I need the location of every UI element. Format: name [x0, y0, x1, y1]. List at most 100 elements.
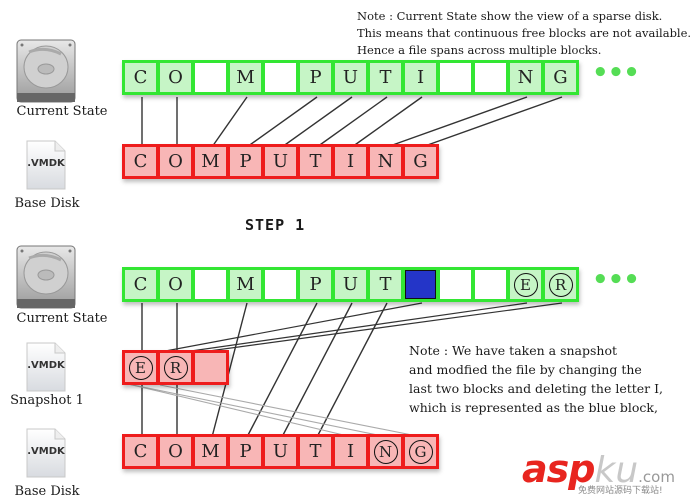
faded-mapping-line	[127, 383, 353, 438]
base-disk-1: .VMDK Base Disk	[15, 140, 79, 211]
block-letter: U	[272, 151, 289, 172]
base-disk-2: .VMDK Base Disk	[15, 428, 79, 499]
free-block	[265, 270, 296, 299]
block-letter: T	[379, 67, 392, 88]
block-t: T	[300, 147, 331, 176]
block-p: P	[300, 270, 331, 299]
note-sparse-disk: Note : Current State show the view of a …	[357, 8, 691, 59]
more-blocks-indicator: •••	[592, 265, 640, 295]
modified-block-letter: E	[128, 355, 153, 380]
block-o: O	[160, 63, 191, 92]
block-letter: U	[272, 441, 289, 462]
mapping-line	[316, 302, 388, 438]
block-letter: M	[236, 274, 255, 295]
file-extension: .VMDK	[27, 158, 65, 169]
block-g: G	[545, 63, 576, 92]
vmdk-file-icon	[26, 428, 66, 478]
mapping-line	[246, 96, 318, 148]
block-p: P	[230, 437, 261, 466]
block-letter: P	[309, 67, 322, 88]
block-g: G	[405, 437, 436, 466]
block-e: E	[510, 270, 541, 299]
block-n: N	[370, 147, 401, 176]
block-r: R	[160, 353, 191, 382]
block-i: I	[335, 437, 366, 466]
disk-label: Base Disk	[14, 196, 80, 211]
block-letter: T	[379, 274, 392, 295]
disk-label: Current State	[16, 311, 108, 326]
block-letter: I	[346, 151, 355, 172]
faded-mapping-line	[127, 383, 388, 438]
block-letter: C	[133, 274, 148, 295]
deleted-block	[405, 270, 436, 299]
block-u: U	[335, 63, 366, 92]
block-r: R	[545, 270, 576, 299]
block-u: U	[265, 147, 296, 176]
free-block	[440, 63, 471, 92]
block-m: M	[230, 63, 261, 92]
block-letter: O	[168, 274, 183, 295]
note-line: which is represented as the blue block,	[409, 400, 658, 415]
block-letter: C	[133, 67, 148, 88]
block-letter: M	[201, 151, 220, 172]
block-letter: O	[168, 151, 183, 172]
block-u: U	[335, 270, 366, 299]
block-letter: P	[309, 274, 322, 295]
note-snapshot: Note : We have taken a snapshot and modf…	[409, 341, 663, 417]
block-t: T	[370, 63, 401, 92]
free-block	[195, 63, 226, 92]
block-n: N	[510, 63, 541, 92]
snapshot-1-disk: .VMDK Snapshot 1	[10, 342, 84, 408]
free-block	[195, 353, 226, 382]
block-i: I	[335, 147, 366, 176]
vmdk-file-icon	[26, 140, 66, 190]
current-state-disk-1: Current State	[15, 38, 107, 119]
block-letter: C	[133, 151, 148, 172]
step-label: STEP 1	[245, 216, 306, 234]
snapshot-mapping-line	[127, 302, 423, 359]
disk-label: Current State	[16, 104, 108, 119]
more-blocks-indicator: •••	[592, 58, 640, 88]
note-line: and modfied the file by changing the	[409, 362, 642, 377]
hard-drive-icon	[16, 245, 76, 309]
block-c: C	[125, 147, 156, 176]
block-p: P	[230, 147, 261, 176]
block-i: I	[405, 63, 436, 92]
aspku-watermark-logo: aspku.com 免费网站源码下载站!	[522, 447, 675, 496]
mapping-line	[421, 96, 563, 148]
block-t: T	[370, 270, 401, 299]
block-letter: N	[517, 67, 534, 88]
mapping-line	[316, 96, 388, 148]
note-line: Note : Current State show the view of a …	[357, 9, 663, 23]
block-letter: I	[346, 441, 355, 462]
vmdk-file-icon	[26, 342, 66, 392]
current-state-disk-2: Current State	[15, 244, 107, 326]
block-c: C	[125, 63, 156, 92]
block-letter: T	[309, 151, 322, 172]
faded-mapping-line	[159, 384, 423, 438]
block-letter: U	[342, 274, 359, 295]
block-o: O	[160, 147, 191, 176]
block-t: T	[300, 437, 331, 466]
block-m: M	[195, 147, 226, 176]
block-p: P	[300, 63, 331, 92]
block-c: C	[125, 437, 156, 466]
block-letter: O	[168, 441, 183, 462]
logo-asp: asp	[522, 447, 595, 491]
disk-label: Base Disk	[14, 484, 80, 499]
logo-tagline: 免费网站源码下载站!	[578, 486, 663, 496]
mapping-line	[281, 302, 353, 438]
logo-domain: .com	[638, 468, 675, 486]
hard-drive-icon	[16, 39, 76, 103]
mapping-line	[246, 302, 318, 438]
disk-label: Snapshot 1	[10, 393, 84, 408]
block-m: M	[195, 437, 226, 466]
modified-block-letter: R	[548, 272, 573, 297]
mapping-line	[281, 96, 353, 148]
block-m: M	[230, 270, 261, 299]
block-letter: O	[168, 67, 183, 88]
